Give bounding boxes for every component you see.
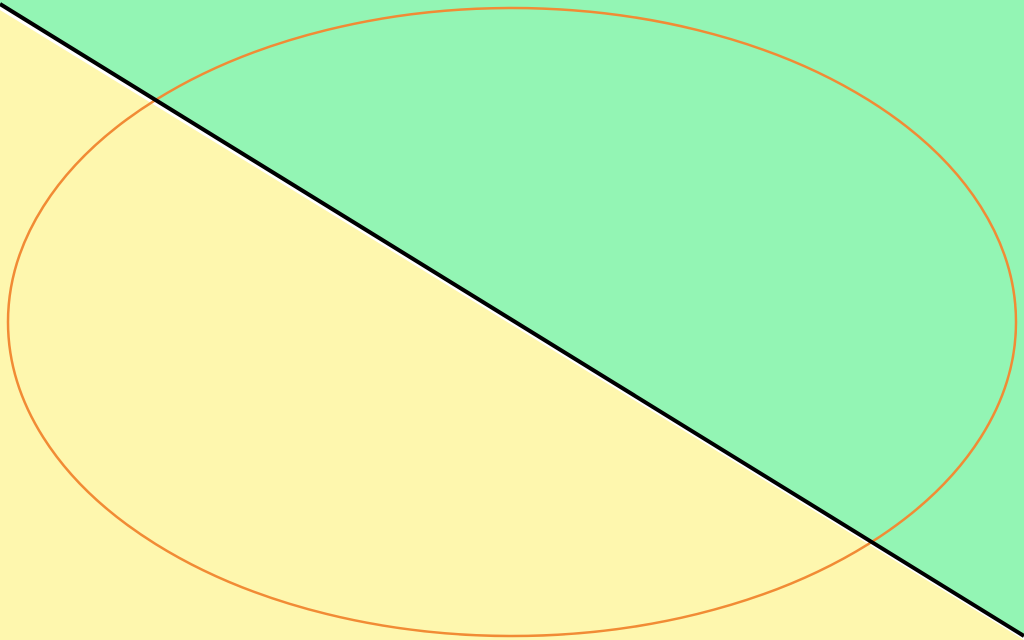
outline-ellipse bbox=[6, 6, 1018, 638]
